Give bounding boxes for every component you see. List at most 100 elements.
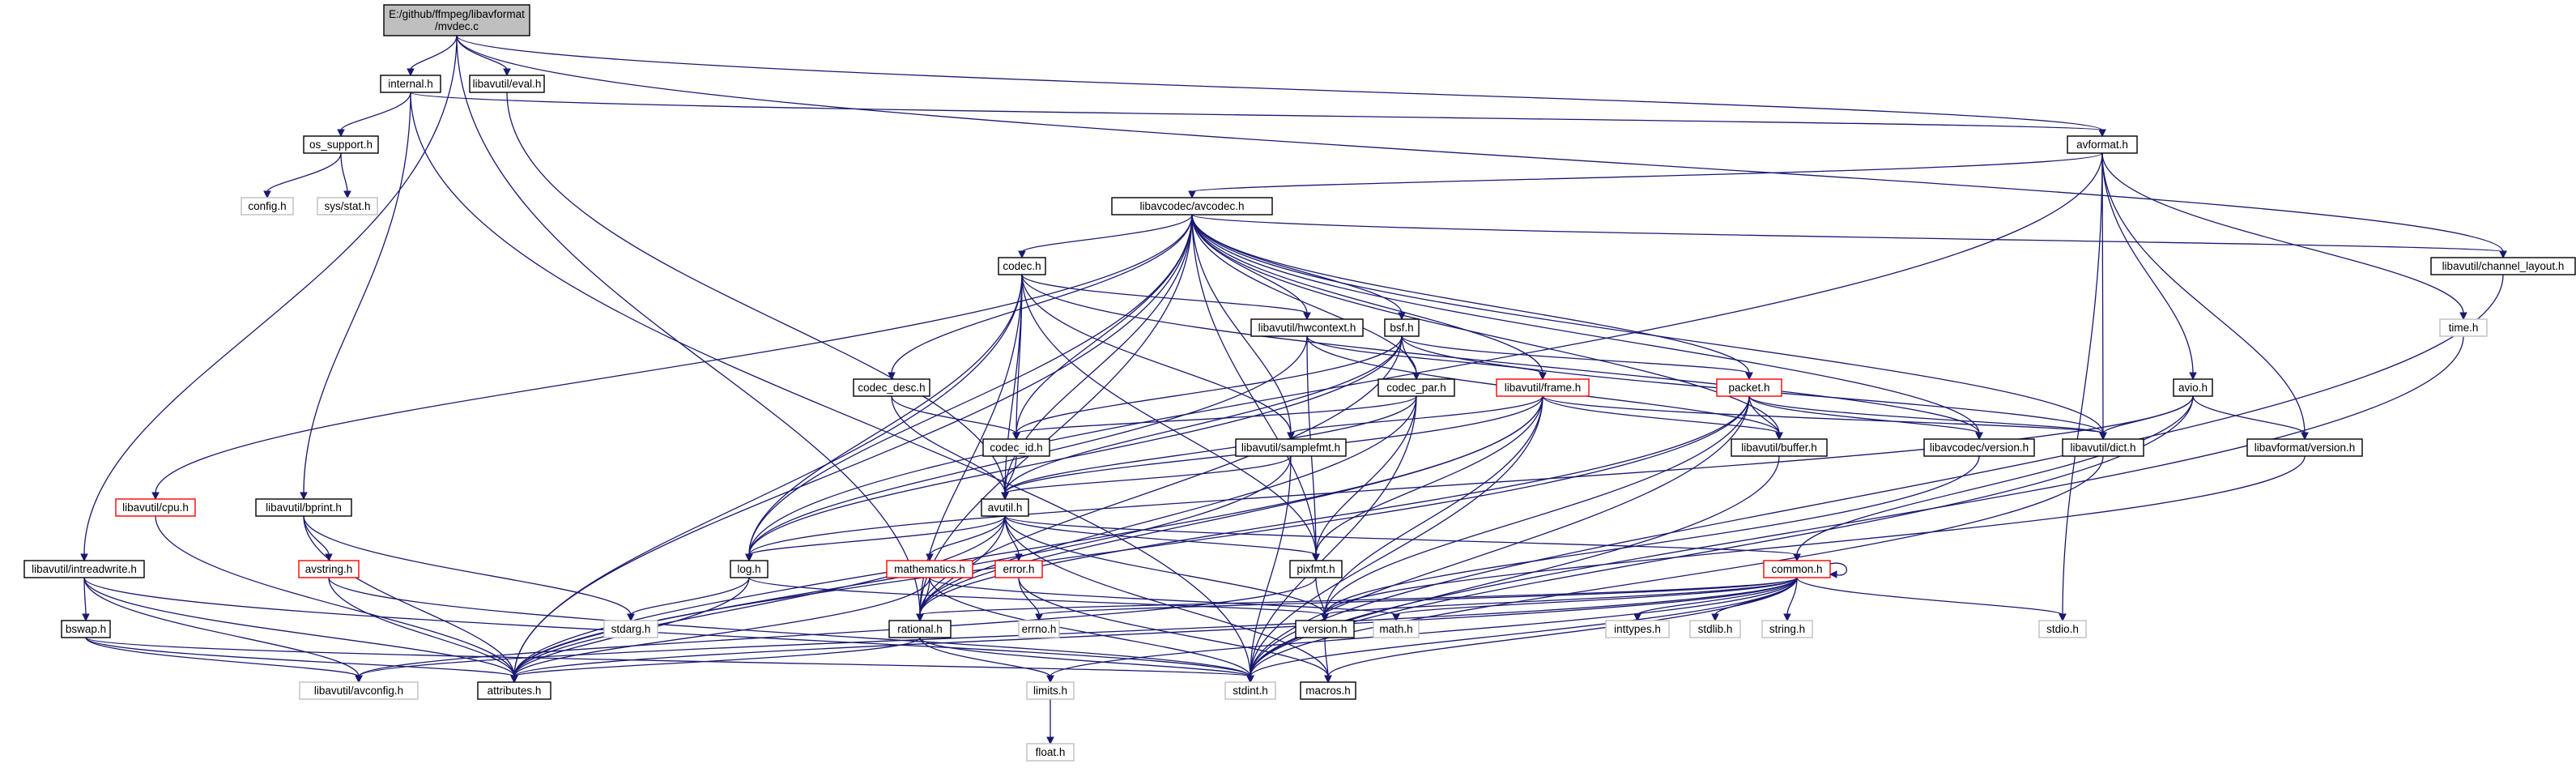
- node-box: [1289, 560, 1343, 578]
- node-avcodec[interactable]: libavcodec/avcodec.h: [1111, 197, 1273, 215]
- node-avstring[interactable]: avstring.h: [298, 560, 360, 578]
- node-box: [1689, 620, 1741, 638]
- node-root[interactable]: E:/github/ffmpeg/libavformat/mvdec.c: [383, 4, 530, 36]
- edge-internal-to-bprint: [300, 92, 411, 501]
- node-rational[interactable]: rational.h: [888, 620, 952, 638]
- node-attributes[interactable]: attributes.h: [477, 681, 551, 700]
- node-box: [23, 560, 145, 578]
- node-buffer[interactable]: libavutil/buffer.h: [1731, 438, 1828, 457]
- node-codec[interactable]: codec.h: [998, 257, 1046, 275]
- edge-line: [1191, 214, 1292, 434]
- node-internal[interactable]: internal.h: [380, 75, 441, 93]
- edge-root-to-avformat: [456, 35, 2106, 138]
- edge-line: [83, 577, 360, 677]
- node-macros[interactable]: macros.h: [1300, 681, 1356, 700]
- node-box: [1026, 743, 1075, 762]
- edge-arrowhead: [1324, 675, 1332, 684]
- node-bswap[interactable]: bswap.h: [61, 620, 111, 638]
- edge-bswap-to-avconfig: [85, 637, 363, 684]
- edge-arrowhead: [263, 190, 271, 199]
- edge-arrowhead: [503, 68, 511, 77]
- node-channel-layout[interactable]: libavutil/channel_layout.h: [2430, 257, 2576, 275]
- edge-packet-to-avcodec_version: [1748, 395, 1983, 441]
- node-pixfmt[interactable]: pixfmt.h: [1289, 560, 1343, 578]
- edge-line: [1324, 395, 1750, 616]
- edge-line: [1004, 395, 1417, 494]
- edge-line: [891, 214, 1193, 374]
- node-label: mathematics.h: [894, 563, 965, 575]
- edge-line: [1004, 335, 1403, 494]
- node-codec-par[interactable]: codec_par.h: [1377, 378, 1455, 397]
- edge-bsf-to-packet: [1401, 335, 1753, 381]
- node-samplefmt[interactable]: libavutil/samplefmt.h: [1235, 438, 1347, 457]
- node-avformat-version[interactable]: libavformat/version.h: [2246, 438, 2363, 457]
- edge-line: [2102, 395, 2194, 434]
- node-mathematics[interactable]: mathematics.h: [886, 560, 973, 578]
- node-box: [380, 75, 441, 93]
- node-packet[interactable]: packet.h: [1716, 378, 1782, 397]
- node-box: [1377, 378, 1455, 397]
- node-label: avstring.h: [305, 563, 353, 575]
- edge-line: [456, 35, 2103, 131]
- edge-line: [919, 637, 1051, 677]
- edge-limits-to-float: [1046, 699, 1054, 745]
- node-codec-id[interactable]: codec_id.h: [982, 438, 1050, 457]
- node-hwcontext[interactable]: libavutil/hwcontext.h: [1250, 318, 1364, 337]
- node-log[interactable]: log.h: [730, 560, 769, 578]
- edge-common-to-rational: [916, 577, 1798, 622]
- node-codec-desc[interactable]: codec_desc.h: [853, 378, 930, 397]
- edge-arrowhead: [1001, 492, 1009, 501]
- edge-arrowhead: [1711, 613, 1719, 622]
- edge-line: [1250, 455, 1292, 677]
- node-label: string.h: [1769, 623, 1805, 635]
- edge-line: [1004, 515, 1317, 556]
- edge-line: [1021, 214, 1193, 253]
- node-avcodec-version[interactable]: libavcodec/version.h: [1923, 438, 2035, 457]
- edge-line: [1250, 455, 2104, 677]
- edge-arrowhead: [1829, 570, 1837, 578]
- node-stdlib: stdlib.h: [1689, 620, 1741, 638]
- node-avformat[interactable]: avformat.h: [2067, 135, 2138, 154]
- node-error[interactable]: error.h: [994, 560, 1043, 578]
- node-common[interactable]: common.h: [1763, 560, 1831, 578]
- edge-arrowhead: [1793, 553, 1801, 562]
- node-box: [1224, 681, 1276, 700]
- edge-line: [1015, 395, 1417, 434]
- node-label: libavutil/buffer.h: [1741, 442, 1817, 454]
- edge-line: [1250, 395, 1750, 677]
- node-dict[interactable]: libavutil/dict.h: [2062, 438, 2144, 457]
- edge-arrowhead: [926, 553, 934, 562]
- node-box: [853, 378, 930, 397]
- edge-line: [1306, 335, 1543, 374]
- edge-common-to-stdio: [1796, 577, 2067, 622]
- node-frame[interactable]: libavutil/frame.h: [1496, 378, 1590, 397]
- node-avio[interactable]: avio.h: [2173, 378, 2213, 397]
- edge-codec-to-hwcontext: [1021, 274, 1311, 321]
- node-cpu[interactable]: libavutil/cpu.h: [115, 498, 196, 517]
- edge-arrowhead: [1539, 372, 1547, 381]
- node-box: [1731, 438, 1828, 457]
- node-eval[interactable]: libavutil/eval.h: [469, 75, 545, 93]
- edge-line: [1315, 395, 1543, 556]
- node-bprint[interactable]: libavutil/bprint.h: [255, 498, 352, 517]
- edge-line: [1004, 274, 1023, 494]
- edge-line: [328, 577, 515, 677]
- edge-arrowhead: [1392, 613, 1400, 622]
- node-limits: limits.h: [1026, 681, 1075, 700]
- edge-line: [513, 515, 1006, 677]
- edge-line: [748, 152, 2103, 556]
- edge-line: [83, 577, 1251, 677]
- node-version[interactable]: version.h: [1295, 620, 1355, 638]
- node-bsf[interactable]: bsf.h: [1384, 318, 1420, 337]
- node-string: string.h: [1761, 620, 1813, 638]
- edge-line: [303, 515, 632, 616]
- node-label: avio.h: [2178, 382, 2208, 394]
- node-avutil[interactable]: avutil.h: [981, 498, 1029, 517]
- node-label: libavutil/intreadwrite.h: [32, 563, 137, 575]
- node-box: [1018, 620, 1060, 638]
- node-intreadwrite[interactable]: libavutil/intreadwrite.h: [23, 560, 145, 578]
- node-os-support[interactable]: os_support.h: [303, 135, 379, 154]
- edge-line: [1401, 335, 1750, 374]
- edge-line: [891, 395, 1017, 434]
